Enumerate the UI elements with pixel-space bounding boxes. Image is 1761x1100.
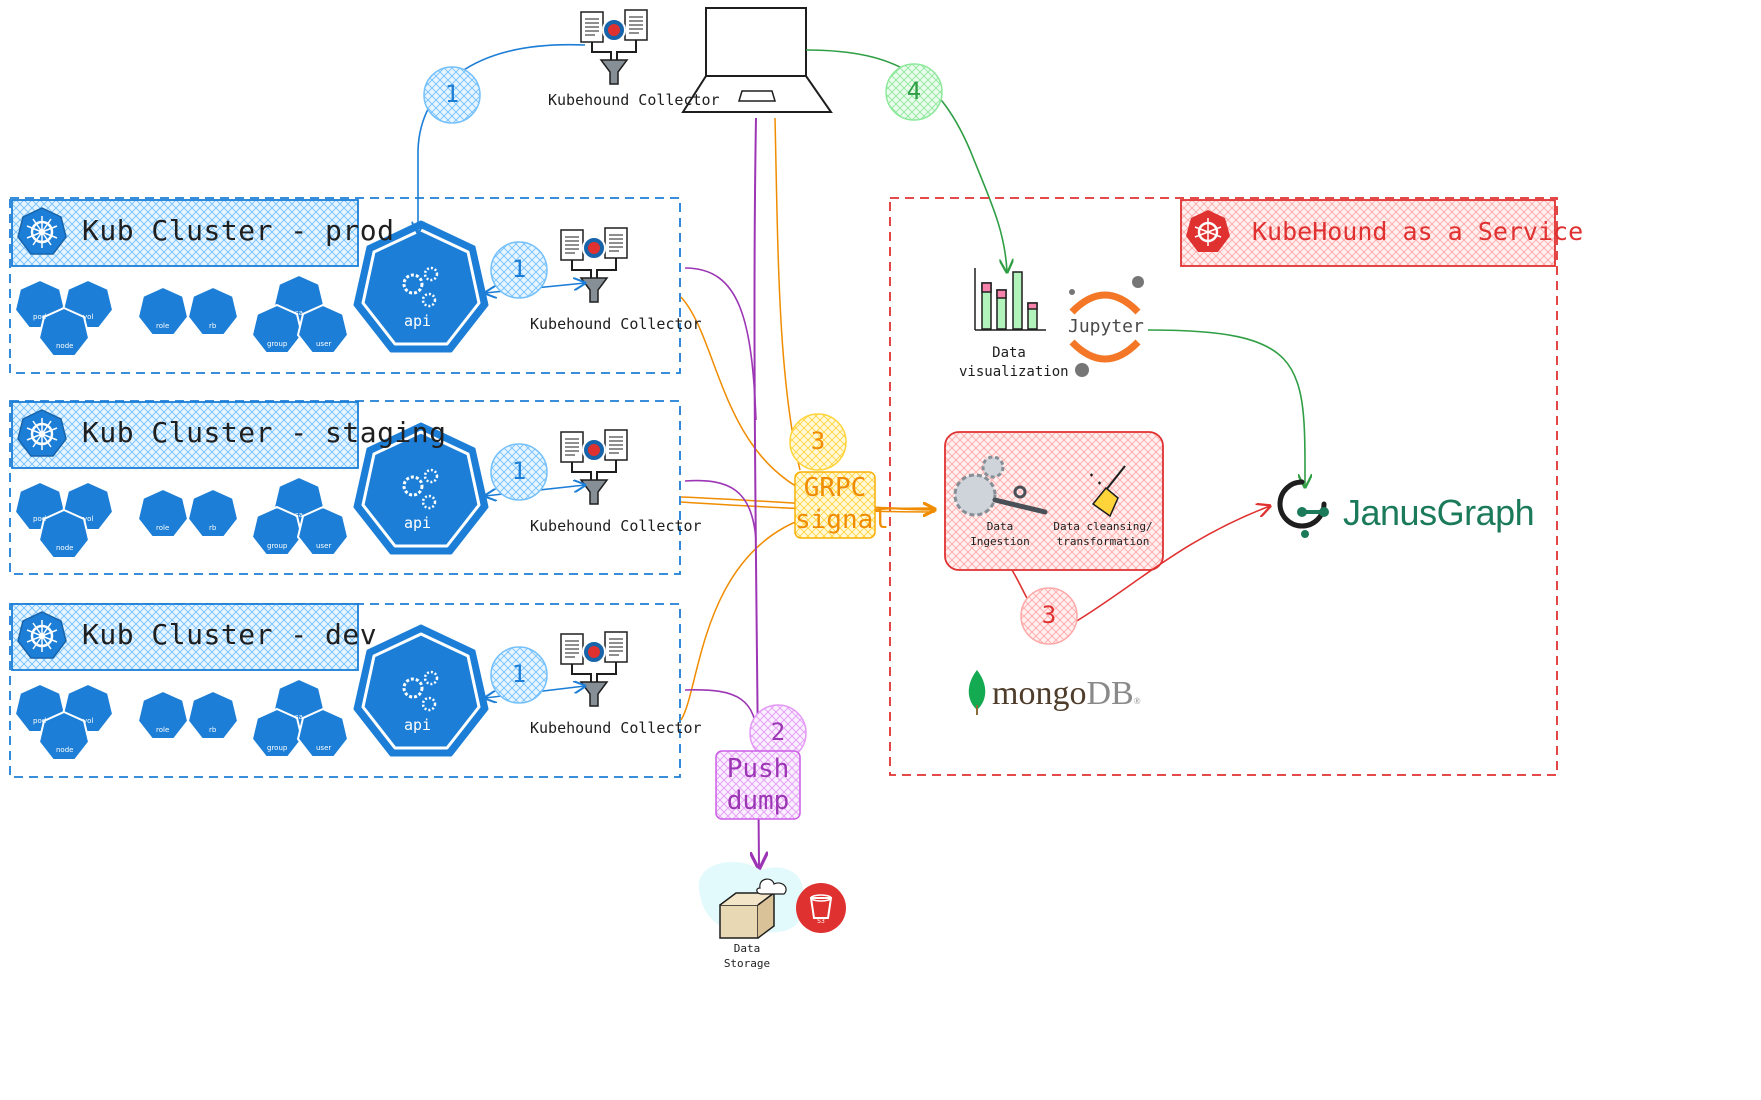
step-1-staging-number: 1 (511, 457, 527, 485)
push-label-1: Push (726, 754, 790, 784)
top-collector-label: Kubehound Collector (548, 91, 720, 109)
hex-label-group: group (267, 744, 288, 752)
step-1-top-number: 1 (444, 80, 460, 108)
service-title: KubeHound as a Service (1252, 217, 1584, 246)
cluster-dev (9, 603, 681, 778)
hex-label-pod: pod (33, 515, 47, 523)
step-badge (885, 63, 943, 121)
hex-label-user: user (316, 542, 332, 550)
top-collector-icon (581, 10, 647, 84)
janusgraph-icon (1277, 479, 1329, 538)
grpc-label-1: GRPC (803, 473, 867, 503)
step-1-dev-number: 1 (511, 660, 527, 688)
s3-label: S3 (817, 918, 825, 925)
hex-label-vol: vol (83, 515, 94, 523)
jupyter-label: Jupyter (1068, 316, 1144, 337)
hex-label-group: group (267, 542, 288, 550)
cluster-dev-title: Kub Cluster - dev (82, 618, 378, 651)
mongodb-registered-mark: ® (1133, 696, 1141, 706)
hex-label-pod: pod (33, 313, 47, 321)
hex-label-node: node (56, 342, 74, 350)
hex-label-user: user (316, 340, 332, 348)
hex-label-node: node (56, 746, 74, 754)
hex-label-rb: rb (209, 726, 217, 734)
data-cleansing-label-1: Data cleansing/ (1053, 520, 1153, 533)
data-cleansing-label-2: transformation (1056, 535, 1150, 548)
broom-icon (1090, 465, 1126, 518)
collector-icon (561, 228, 627, 302)
collector-icon (561, 632, 627, 706)
hex-label-role: role (156, 524, 170, 532)
mongodb-label-part1: mongo (992, 675, 1087, 712)
kubehound-icon (1186, 210, 1230, 252)
service-box (889, 197, 1558, 776)
grpc-signal-box (794, 471, 876, 539)
laptop-icon (681, 7, 833, 113)
mongodb-label-part2: DB (1086, 675, 1134, 712)
push-label-2: dump (726, 786, 790, 816)
hex-label-sa: sa (295, 511, 303, 519)
step-badge (423, 66, 481, 124)
step-1-prod-number: 1 (511, 255, 527, 283)
hex-label-rb: rb (209, 322, 217, 330)
janusgraph-label-part1: Janus (1343, 492, 1437, 533)
api-staging-label: api (404, 514, 432, 532)
step-badge (789, 413, 847, 471)
data-visualization-label-2: visualization (959, 364, 1069, 380)
arrow-query-graph (1147, 329, 1305, 487)
collector-dev-label: Kubehound Collector (530, 719, 702, 737)
hex-label-role: role (156, 726, 170, 734)
cluster-staging (9, 400, 681, 575)
cluster-staging-title: Kub Cluster - staging (82, 416, 447, 449)
step-badge (1020, 587, 1078, 645)
hex-label-sa: sa (295, 309, 303, 317)
step-3-ingest-number: 3 (1041, 601, 1057, 629)
step-1-badges (490, 241, 548, 704)
janusgraph-label: JanusGraph (1343, 492, 1535, 534)
collector-staging-label: Kubehound Collector (530, 517, 702, 535)
hex-label-sa: sa (295, 713, 303, 721)
data-ingestion-label-1: Data (986, 520, 1014, 533)
hex-label-role: role (156, 322, 170, 330)
gears-icon (953, 455, 1048, 517)
hex-label-node: node (56, 544, 74, 552)
data-storage-label-1: Data (733, 942, 761, 955)
data-storage-icon (698, 862, 804, 939)
api-prod-label: api (404, 312, 432, 330)
hex-label-vol: vol (83, 717, 94, 725)
cluster-prod (9, 197, 681, 374)
step-2-push-number: 2 (770, 718, 786, 746)
mongodb-leaf-icon (968, 670, 986, 715)
api-dev-label: api (404, 716, 432, 734)
ingestion-box (944, 431, 1164, 571)
mongodb-label: mongoDB® (992, 675, 1141, 713)
hex-label-user: user (316, 744, 332, 752)
collector-prod-label: Kubehound Collector (530, 315, 702, 333)
data-storage-label-2: Storage (723, 957, 771, 970)
data-visualization-icon (974, 268, 1046, 331)
jupyter-icon (1069, 276, 1144, 377)
data-visualization-label-1: Data (992, 345, 1026, 361)
hex-label-vol: vol (83, 313, 94, 321)
s3-bucket-icon (796, 883, 846, 933)
cluster-prod-title: Kub Cluster - prod (82, 214, 395, 247)
grpc-label-2: signal (795, 505, 889, 535)
arrow-visualize (805, 49, 1007, 272)
step-3-grpc-number: 3 (810, 427, 826, 455)
hex-label-rb: rb (209, 524, 217, 532)
push-dump-box (715, 750, 801, 820)
data-ingestion-label-2: Ingestion (970, 535, 1030, 548)
hex-label-pod: pod (33, 717, 47, 725)
collector-icon (561, 430, 627, 504)
hex-label-group: group (267, 340, 288, 348)
step-4-number: 4 (906, 77, 922, 105)
janusgraph-label-part2: Graph (1436, 492, 1535, 533)
